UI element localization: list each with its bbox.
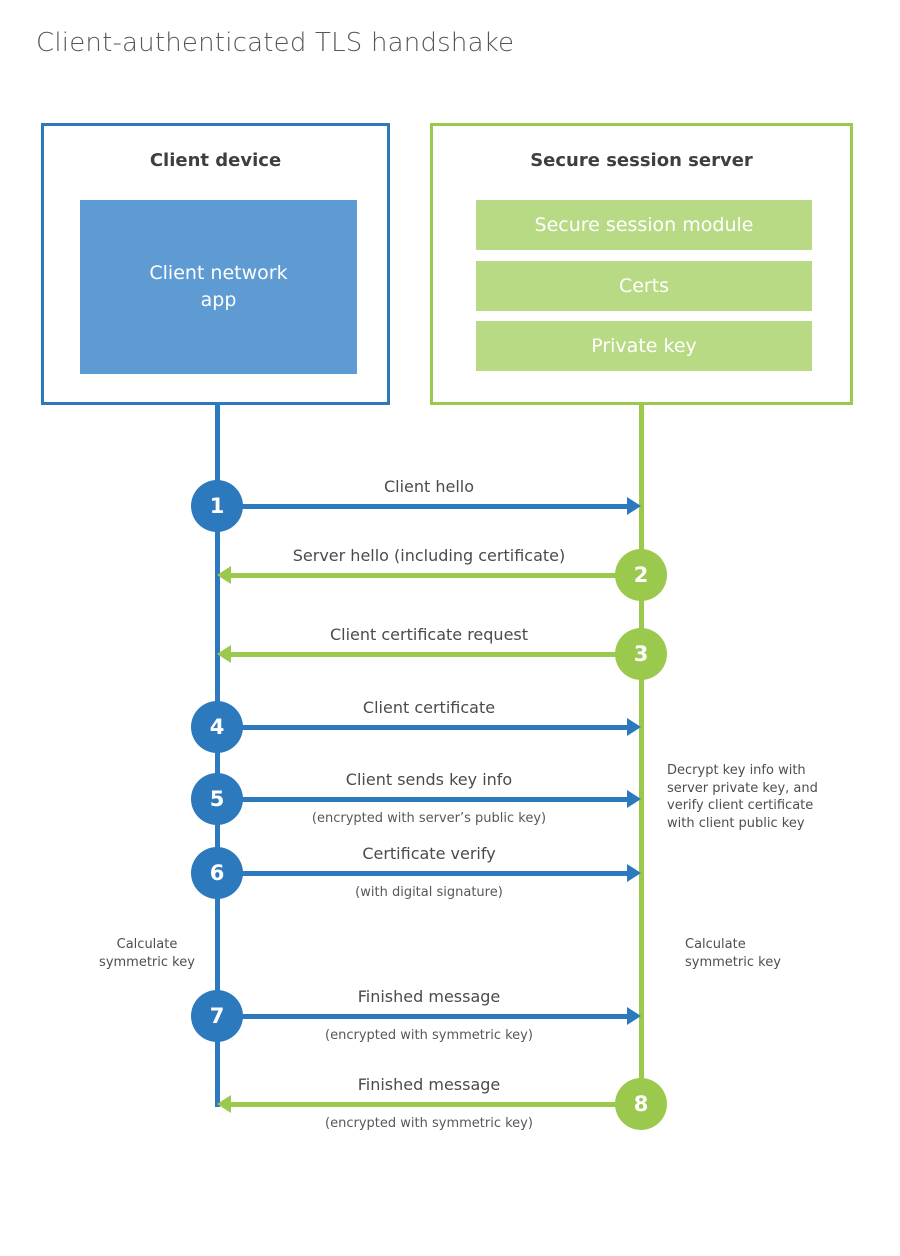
step-circle-3: 3 bbox=[615, 628, 667, 680]
message-arrow-5 bbox=[217, 796, 628, 802]
step-circle-1: 1 bbox=[191, 480, 243, 532]
server-module-private-key: Private key bbox=[476, 321, 812, 371]
message-arrow-8 bbox=[230, 1101, 641, 1107]
message-label-7: Finished message bbox=[357, 987, 501, 1006]
page-title: Client-authenticated TLS handshake bbox=[36, 28, 515, 58]
client-lifeline bbox=[214, 405, 220, 1107]
server-module-certs: Certs bbox=[476, 261, 812, 311]
message-sublabel-5: (encrypted with server’s public key) bbox=[311, 811, 547, 826]
client-device-box: Client device Client network app bbox=[41, 123, 390, 405]
message-label-6: Certificate verify bbox=[362, 844, 496, 863]
server-box: Secure session server Secure session mod… bbox=[430, 123, 853, 405]
message-arrow-1 bbox=[217, 503, 628, 509]
server-title: Secure session server bbox=[530, 150, 753, 171]
message-label-1: Client hello bbox=[383, 477, 475, 496]
message-label-8: Finished message bbox=[357, 1075, 501, 1094]
step-circle-5: 5 bbox=[191, 773, 243, 825]
message-arrow-2 bbox=[230, 572, 641, 578]
calculate-key-note-client: Calculate symmetric key bbox=[99, 937, 195, 970]
message-sublabel-8: (encrypted with symmetric key) bbox=[325, 1116, 533, 1131]
arrowhead-right-icon bbox=[627, 497, 641, 515]
message-label-4: Client certificate bbox=[362, 698, 496, 717]
arrowhead-left-icon bbox=[217, 566, 231, 584]
message-arrow-6 bbox=[217, 870, 628, 876]
arrowhead-left-icon bbox=[217, 645, 231, 663]
step-circle-8: 8 bbox=[615, 1078, 667, 1130]
step-circle-2: 2 bbox=[615, 549, 667, 601]
message-sublabel-7: (encrypted with symmetric key) bbox=[325, 1028, 533, 1043]
arrowhead-right-icon bbox=[627, 1007, 641, 1025]
message-arrow-3 bbox=[230, 651, 641, 657]
calculate-key-note-server: Calculate symmetric key bbox=[685, 937, 781, 970]
client-device-title: Client device bbox=[149, 150, 282, 171]
message-label-5: Client sends key info bbox=[345, 770, 513, 789]
arrowhead-left-icon bbox=[217, 1095, 231, 1113]
message-sublabel-6: (with digital signature) bbox=[355, 885, 503, 900]
step-circle-4: 4 bbox=[191, 701, 243, 753]
step-circle-6: 6 bbox=[191, 847, 243, 899]
message-arrow-7 bbox=[217, 1013, 628, 1019]
message-label-3: Client certificate request bbox=[329, 625, 529, 644]
message-label-2: Server hello (including certificate) bbox=[292, 546, 566, 565]
message-arrow-4 bbox=[217, 724, 628, 730]
client-network-app-box: Client network app bbox=[80, 200, 357, 374]
arrowhead-right-icon bbox=[627, 790, 641, 808]
step-circle-7: 7 bbox=[191, 990, 243, 1042]
server-module-secure-session: Secure session module bbox=[476, 200, 812, 250]
server-lifeline bbox=[638, 405, 644, 1104]
arrowhead-right-icon bbox=[627, 718, 641, 736]
arrowhead-right-icon bbox=[627, 864, 641, 882]
decrypt-key-note: Decrypt key info with server private key… bbox=[667, 763, 818, 831]
